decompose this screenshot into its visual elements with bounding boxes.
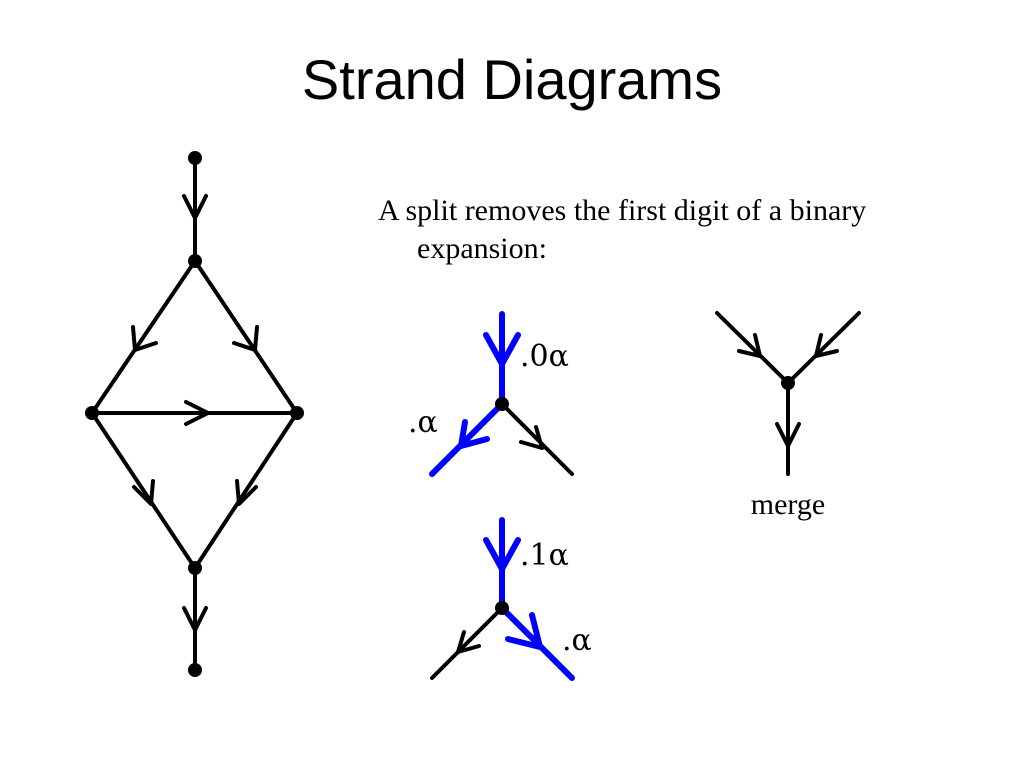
strand-diagram-large: [90, 156, 299, 672]
split-one-input-arrow: [483, 537, 521, 572]
arrow-lower-right: [235, 479, 258, 506]
split-zero-left-arrow: [458, 419, 490, 449]
edge-upper-left: [90, 259, 197, 415]
merge-vertex: [781, 376, 795, 390]
edge-lower-left: [90, 411, 197, 570]
split-zero-input-label: .0α: [520, 339, 569, 374]
arrow-top: [182, 194, 208, 220]
split-one-left-branch: [430, 606, 504, 680]
edge-lower-right: [193, 411, 299, 570]
merge-left-input: [715, 311, 790, 385]
strand-diagram-large-vertices: [85, 151, 304, 677]
merge-right-input: [786, 311, 861, 385]
split-one-right-arrow: [505, 612, 543, 650]
split-zero-left-branch: [429, 401, 505, 477]
split-zero-vertex: [495, 397, 509, 411]
description-line-1: A split removes the first digit of a bin…: [378, 194, 867, 227]
arrow-upper-left: [131, 325, 158, 352]
merge-right-arrow: [814, 333, 839, 358]
vertex-sink: [188, 663, 202, 677]
split-zero-output-label: .α: [408, 405, 438, 440]
split-zero-right-branch: [500, 402, 574, 476]
edge-upper-right: [193, 259, 299, 415]
vertex-left: [85, 406, 99, 420]
vertex-source: [188, 151, 202, 165]
split-one-diagram: [430, 517, 575, 681]
split-one-vertex: [495, 601, 509, 615]
split-zero-diagram: [429, 311, 574, 477]
merge-left-arrow: [737, 333, 762, 358]
arrow-middle: [184, 400, 210, 426]
vertex-split: [188, 254, 202, 268]
split-one-output-label: .α: [562, 623, 592, 658]
description-line-2: expansion:: [417, 232, 547, 265]
slide-title: Strand Diagrams: [301, 48, 723, 111]
split-description: A split removes the first digit of a bin…: [378, 192, 958, 268]
vertex-merge: [188, 561, 202, 575]
vertex-right: [290, 406, 304, 420]
merge-diagram: [715, 311, 861, 476]
arrow-bottom: [182, 606, 208, 632]
split-one-left-arrow: [456, 630, 481, 654]
split-one-input-label: .1α: [520, 538, 569, 573]
split-zero-input-arrow: [483, 332, 521, 367]
merge-output-arrow: [775, 422, 801, 448]
split-zero-right-arrow: [519, 425, 544, 450]
arrow-lower-left: [132, 479, 155, 506]
arrow-upper-right: [232, 325, 259, 352]
merge-caption: merge: [751, 488, 825, 521]
